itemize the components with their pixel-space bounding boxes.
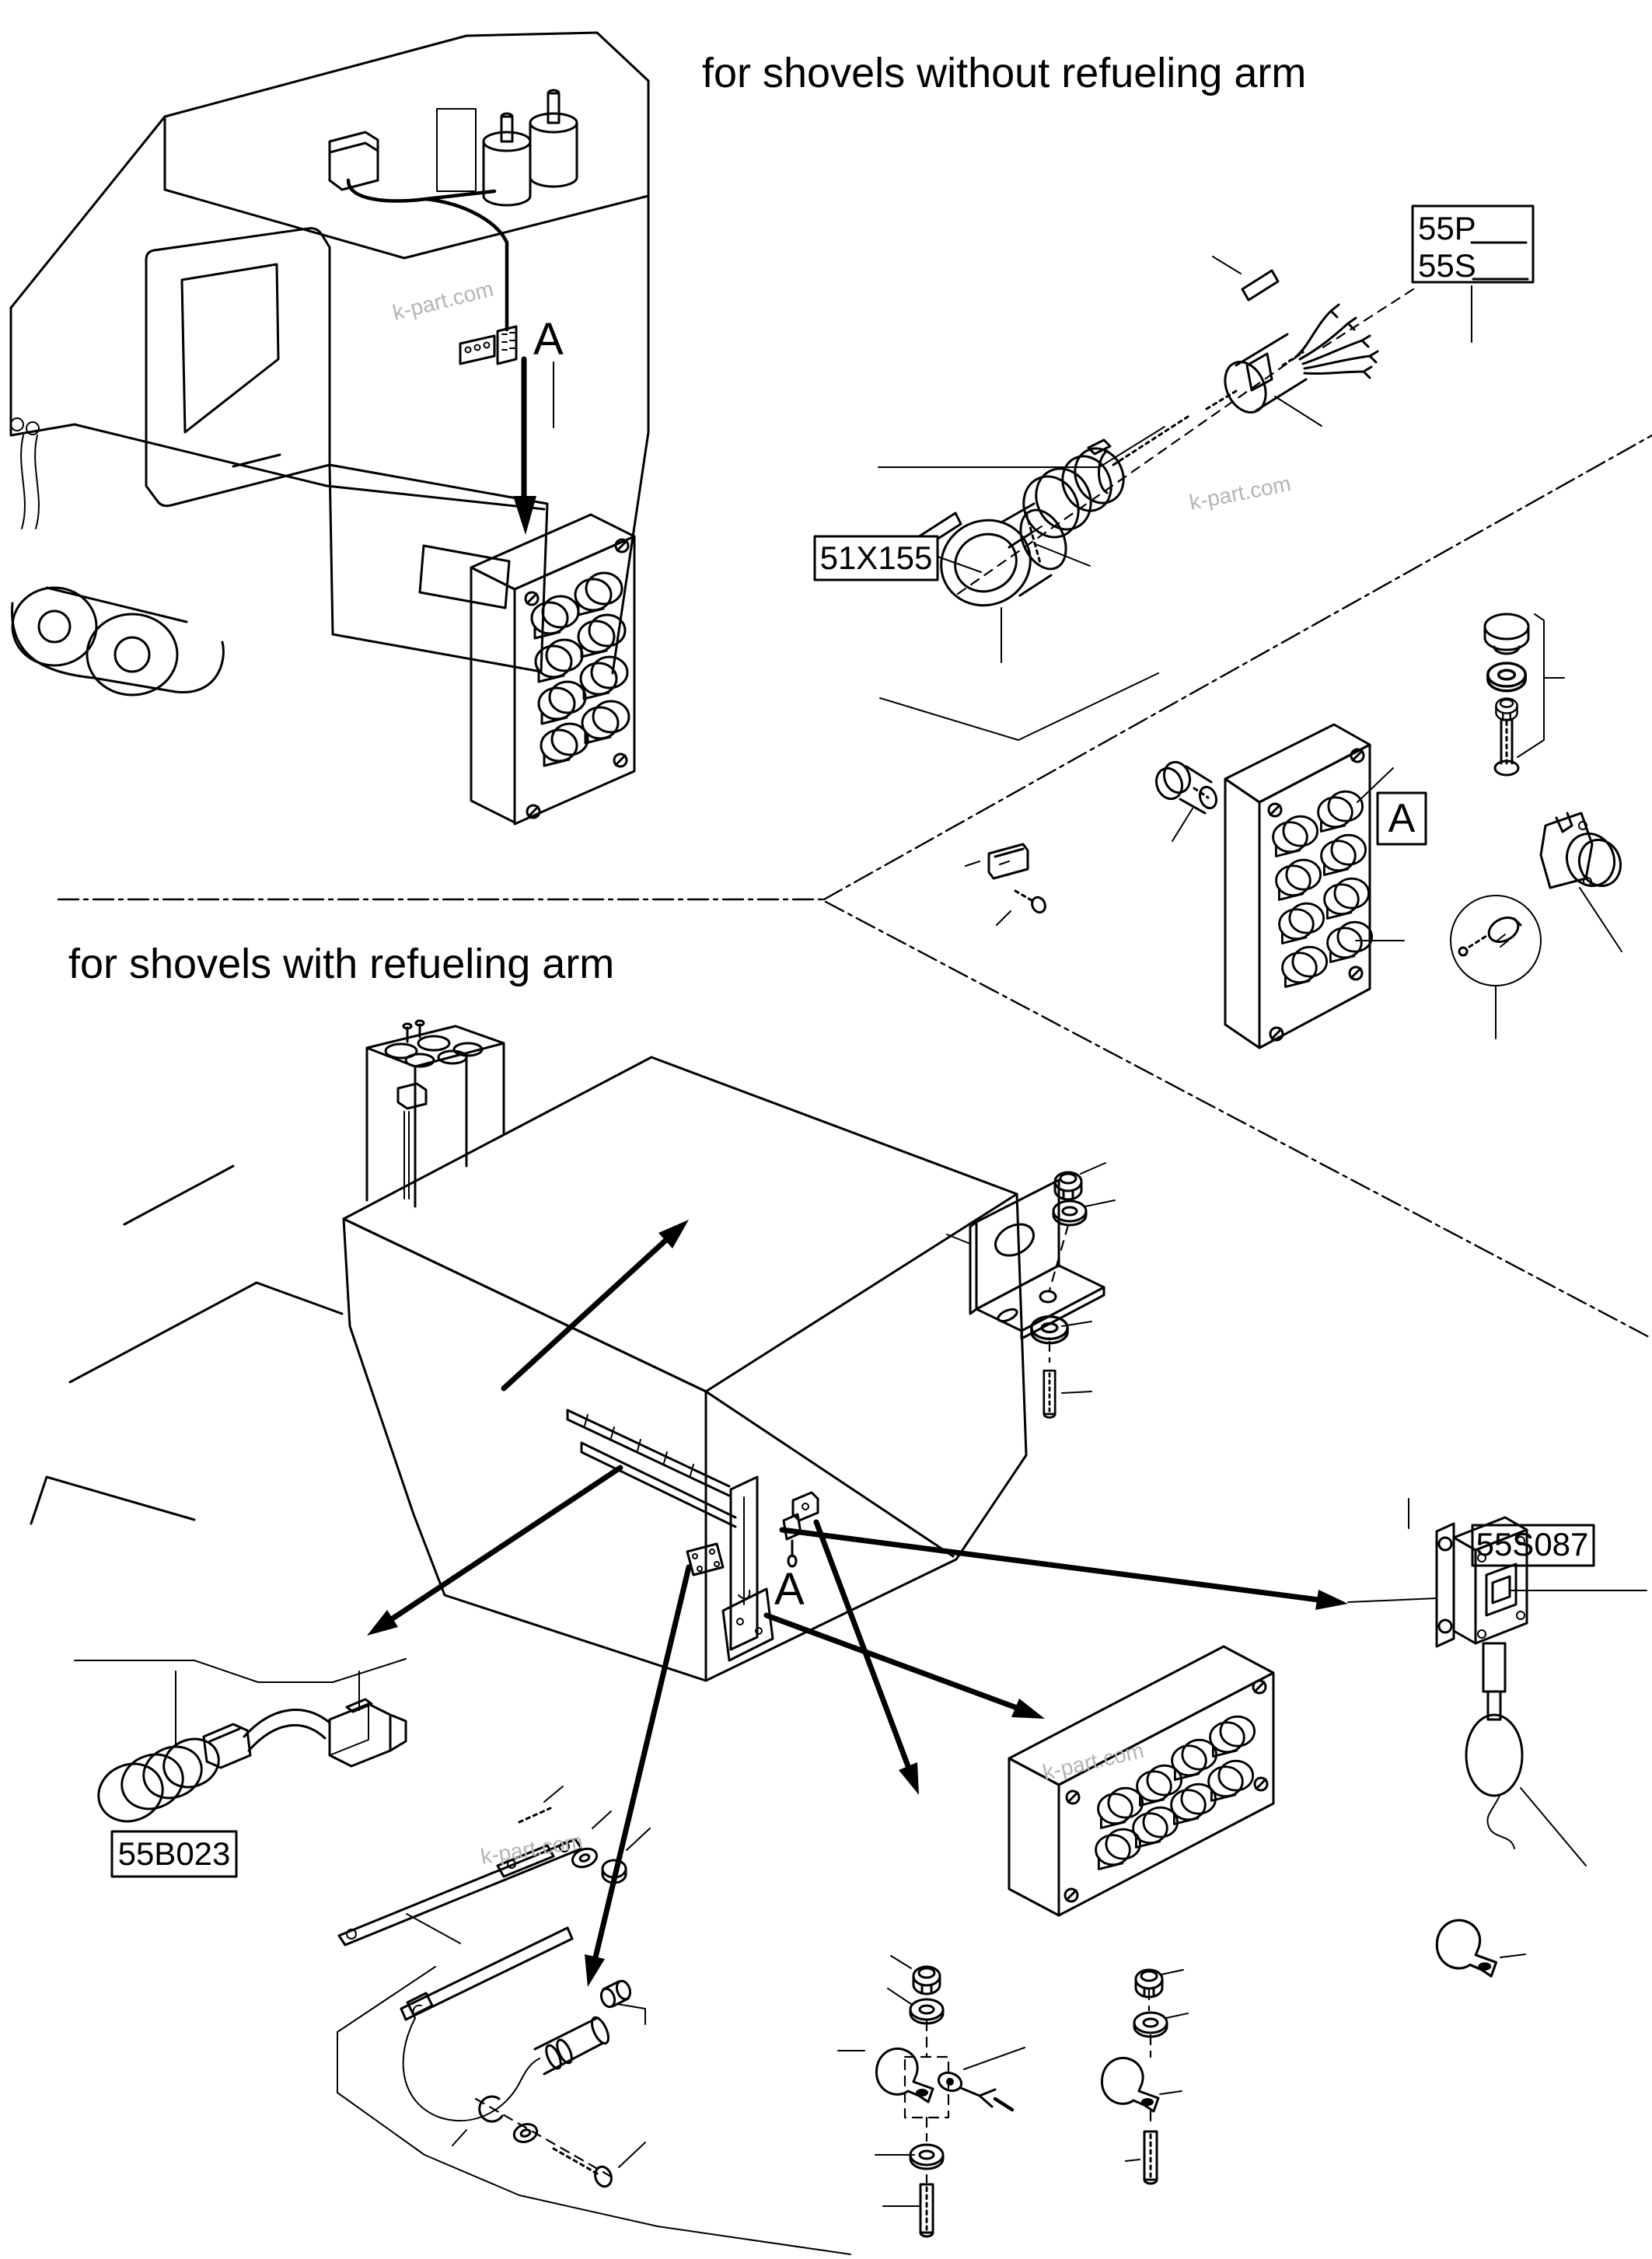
strap-bar-detail xyxy=(337,1786,651,1947)
control-box-horizontal xyxy=(1008,1645,1275,1917)
section-with-refueling-arm: for shovels with refueling arm xyxy=(30,941,1647,2255)
connector-exploded-view xyxy=(878,256,1379,741)
clamp-plate-and-screw xyxy=(965,843,1046,926)
watermark-top-machine: k-part.com xyxy=(390,277,496,325)
part-prefix-p: 55P xyxy=(1418,210,1476,246)
sensor-part-number: 55S087 xyxy=(1476,1526,1589,1562)
section-divider xyxy=(57,434,1652,1340)
l-bracket-assembly xyxy=(946,1162,1116,1419)
plug-connector-assembly: 55B023 xyxy=(97,1671,407,1878)
clamp-assembly-left xyxy=(837,1955,1025,2238)
plug-part-number: 55B023 xyxy=(118,1835,231,1872)
section-title-top: for shovels without refueling arm xyxy=(702,50,1306,96)
shovel-machine-illustration xyxy=(9,31,650,697)
label-51x155: 51X155 xyxy=(813,535,939,581)
boxed-detail-marker: A xyxy=(1388,796,1416,841)
bulb-detail-circle xyxy=(1450,895,1542,1039)
detail-marker-a-top: A xyxy=(533,314,564,365)
detail-frame-mark xyxy=(74,1658,407,1683)
section-without-refueling-arm: for shovels without refueling arm xyxy=(9,31,1535,826)
label-boxed-a: A xyxy=(1376,791,1427,846)
control-box-vertical-2 xyxy=(1224,723,1405,1049)
fuel-tank xyxy=(30,1056,1028,1682)
probe-cable-detail xyxy=(337,1926,851,2255)
cable-gland xyxy=(1154,760,1218,842)
watermark-connector: k-part.com xyxy=(1187,471,1293,515)
mounting-rail-and-bracket xyxy=(566,1409,819,1662)
battery-box xyxy=(365,1019,505,1208)
cable-clamp-single xyxy=(1437,1920,1526,1976)
lamp-socket xyxy=(1539,812,1622,952)
clamp-assembly-right xyxy=(1102,1968,1189,2185)
control-box-detail-view: A xyxy=(965,613,1622,1049)
connector-part-number: 51X155 xyxy=(820,539,933,576)
reference-arrows xyxy=(367,1220,1348,1987)
part-prefix-s: 55S xyxy=(1418,247,1476,284)
fuel-level-sensor: 55S087 xyxy=(1347,1498,1647,1866)
control-box-vertical xyxy=(470,513,636,826)
detail-arrow-down xyxy=(513,356,536,535)
watermark-bottom-box: k-part.com xyxy=(1040,1738,1146,1785)
watermark-strap: k-part.com xyxy=(479,1829,584,1869)
detail-marker-a-bottom: A xyxy=(774,1564,805,1615)
button-cap-stack xyxy=(1483,613,1565,777)
label-55p-55s: 55P 55S xyxy=(1320,204,1535,350)
section-title-bottom: for shovels with refueling arm xyxy=(68,941,614,987)
